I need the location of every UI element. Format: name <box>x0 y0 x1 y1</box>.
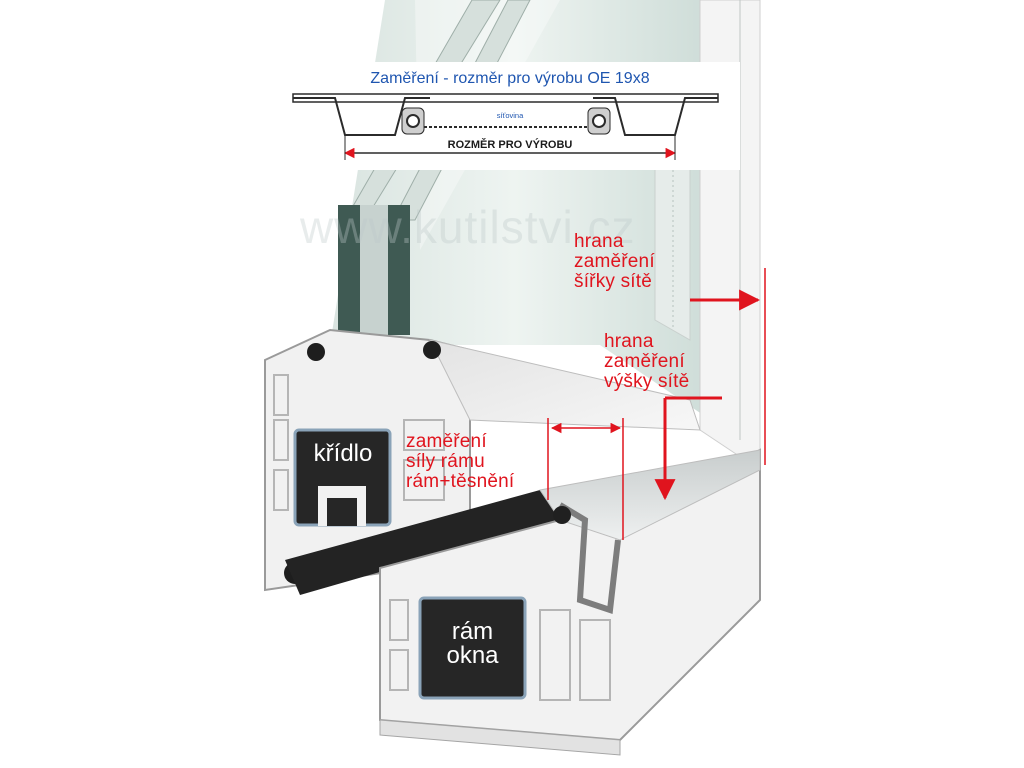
header-mesh-label: síťovina <box>496 111 524 120</box>
header-title: Zaměření - rozměr pro výrobu OE 19x8 <box>370 70 650 87</box>
watermark-text: www.kutilstvi.cz <box>300 201 636 253</box>
sash-gasket <box>285 490 560 595</box>
width-edge-label: hrana zaměření šířky sítě <box>574 231 655 292</box>
height-edge-label: hrana zaměření výšky sítě <box>604 331 690 392</box>
header-dimension-label: ROZMĚR PRO VÝROBU <box>447 139 573 151</box>
sash-label: křídlo <box>313 440 373 467</box>
header-drawing <box>285 62 740 170</box>
frame-thickness-label: zaměření síly rámu rám+těsnění <box>406 431 515 492</box>
frame-profile <box>379 448 761 756</box>
frame-label: rám okna <box>446 618 499 669</box>
measurement-marks <box>547 268 766 540</box>
